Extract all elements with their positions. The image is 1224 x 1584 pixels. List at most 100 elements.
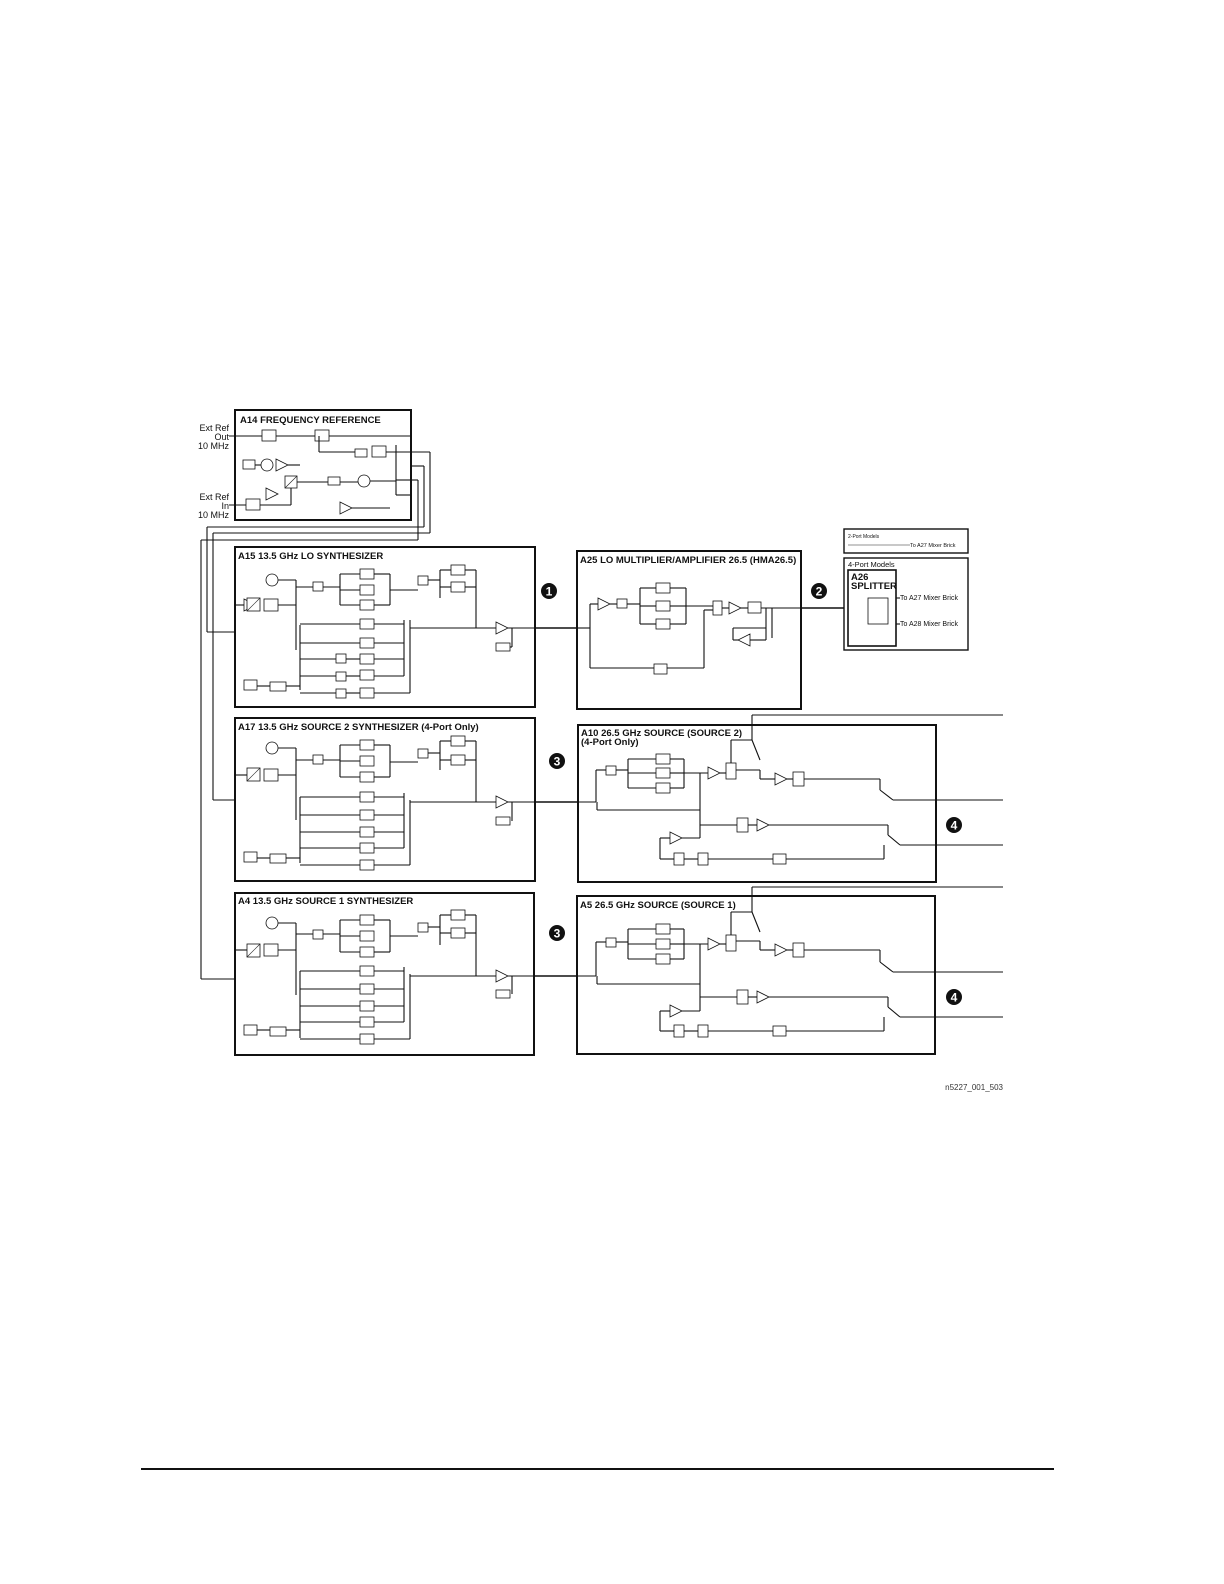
a4-title: A4 13.5 GHz SOURCE 1 SYNTHESIZER — [238, 896, 413, 907]
a4-high-filter-icon-2 — [450, 927, 466, 939]
source2-link: 3 — [535, 753, 578, 803]
a10-title-line2: (4-Port Only) — [581, 737, 639, 748]
a25-outline — [576, 550, 802, 710]
a15-alc-icon — [495, 642, 511, 652]
a4-vco-icon — [265, 916, 279, 930]
callout-3-b-label: 3 — [554, 927, 561, 941]
ext-ref-out-line2: Out — [214, 432, 229, 442]
module-a14-frequency-reference: A14 FREQUENCY REFERENCE — [229, 409, 412, 521]
a17-fractional-n-icon — [263, 768, 279, 782]
a10-alc-modulator-icon — [736, 817, 749, 833]
a17-alc-icon — [495, 816, 511, 826]
a25-input-amp-icon — [597, 597, 611, 611]
a25-output-link: 2 — [801, 583, 844, 609]
a4-ref-filter-icon — [243, 1024, 258, 1036]
a10-title-line1: A10 26.5 GHz SOURCE (SOURCE 2) — [581, 728, 742, 739]
a17-high-filter-icon-2 — [450, 754, 466, 766]
a5-highpass-filter-icon — [772, 1025, 787, 1037]
callout-3-b — [549, 925, 565, 941]
a15-dds-icon — [269, 681, 287, 692]
a10-pulse-modulator-icon-2 — [697, 852, 709, 866]
a15-filter-bank — [359, 568, 375, 699]
ext-ref-in-label: Ext Ref In 10 MHz — [198, 492, 230, 520]
a17-doubler-icon — [417, 748, 429, 759]
two-port-models-label: 2-Port Models — [848, 534, 880, 540]
a5-output-callout: 4 — [946, 989, 962, 1005]
figure-id: n5227_001_503 — [945, 1083, 1003, 1092]
a4-alc-icon — [495, 989, 511, 999]
a14-filter-icon-4 — [245, 498, 261, 511]
a15-high-filter-icon — [450, 564, 466, 576]
a4-multiplier-icon — [312, 929, 324, 940]
a26-splitter-outline — [847, 569, 897, 647]
module-a25-lo-multiplier: A25 LO MULTIPLIER/AMPLIFIER 26.5 (HMA26.… — [576, 550, 802, 710]
a14-ocxo-icon — [242, 459, 256, 470]
a17-ref-filter-icon — [243, 851, 258, 863]
a10-amp-icon-3 — [756, 818, 770, 832]
four-port-models-label: 4-Port Models — [848, 560, 895, 569]
a5-pulse-modulator-icon — [792, 942, 805, 958]
a5-title: A5 26.5 GHz SOURCE (SOURCE 1) — [580, 900, 736, 911]
a15-title: A15 13.5 GHz LO SYNTHESIZER — [238, 551, 383, 562]
a10-switch-icon — [725, 762, 737, 780]
a5-pulse-modulator-icon-2 — [697, 1024, 709, 1038]
a14-filter-icon-3 — [371, 445, 387, 458]
to-a27-mixer-label: To A27 Mixer Brick — [900, 595, 958, 602]
a14-filter-icon — [261, 429, 277, 442]
a14-outline — [234, 409, 412, 521]
module-a15-lo-synthesizer: A15 13.5 GHz LO SYNTHESIZER — [234, 546, 536, 708]
a25-feedback-amp-icon — [737, 633, 751, 647]
callout-4-a — [946, 817, 962, 833]
a14-amplifier-icon-2 — [339, 501, 353, 515]
a4-outline — [234, 892, 535, 1056]
a14-divider-icon — [327, 476, 341, 486]
a14-oscillator-icon — [260, 458, 274, 472]
two-port-target-label: To A27 Mixer Brick — [910, 543, 956, 549]
callout-2-label: 2 — [816, 585, 823, 599]
a14-filter-icon-2 — [314, 429, 330, 442]
a5-amp-icon-3 — [756, 990, 770, 1004]
a14-vco-icon — [357, 474, 371, 488]
ext-ref-out-label: Ext Ref Out 10 MHz — [198, 423, 230, 451]
a15-multiplier-icon — [312, 581, 324, 592]
a4-doubler-icon — [417, 922, 429, 933]
ext-ref-in-line2: In — [221, 501, 229, 511]
a17-outline — [234, 717, 536, 882]
to-a28-mixer-label: To A28 Mixer Brick — [900, 621, 958, 628]
a4-dds-icon — [269, 1026, 287, 1037]
a25-lowband-filter-icon — [653, 663, 668, 675]
ext-ref-out-line1: Ext Ref — [199, 423, 229, 433]
callout-4-b-label: 4 — [951, 991, 958, 1005]
a4-filter-bank — [359, 914, 375, 1045]
two-port-models-box: 2-Port Models To A27 Mixer Brick — [843, 528, 969, 554]
reference-distribution-lines — [200, 451, 431, 980]
a17-multiplier-icon — [312, 754, 324, 765]
a5-outline — [576, 895, 936, 1055]
footer-rule — [141, 1468, 1054, 1470]
a5-amp-icon — [707, 937, 721, 951]
callout-3-a-label: 3 — [554, 755, 561, 769]
a25-output-amp-icon — [728, 601, 742, 615]
a14-amplifier-icon — [275, 458, 289, 472]
source1-link: 3 — [534, 925, 577, 977]
ext-ref-in-line1: Ext Ref — [199, 492, 229, 502]
a25-title: A25 LO MULTIPLIER/AMPLIFIER 26.5 (HMA26.… — [580, 555, 796, 566]
a15-outline — [234, 546, 536, 708]
module-a5-source1: A5 26.5 GHz SOURCE (SOURCE 1) — [576, 886, 1003, 1055]
a10-amp-icon-2 — [774, 772, 788, 786]
callout-1-label: 1 — [546, 585, 553, 599]
a15-output-amp-icon — [495, 621, 509, 635]
a17-title: A17 13.5 GHz SOURCE 2 SYNTHESIZER (4-Por… — [238, 722, 479, 733]
module-a17-source2-synthesizer: A17 13.5 GHz SOURCE 2 SYNTHESIZER (4-Por… — [234, 717, 536, 882]
module-a10-source2: A10 26.5 GHz SOURCE (SOURCE 2) (4-Port O… — [577, 714, 1003, 883]
a25-doubler-icon — [616, 598, 628, 609]
a10-amp-icon-4 — [669, 831, 683, 845]
a10-amp-icon — [707, 766, 721, 780]
a17-vco-icon — [265, 741, 279, 755]
a17-dds-icon — [269, 853, 287, 864]
ext-ref-in-line3: 10 MHz — [198, 510, 230, 520]
a10-output-callout: 4 — [946, 817, 962, 833]
a5-filter-bank — [655, 923, 671, 965]
a14-amplifier-icon-3 — [265, 487, 279, 501]
